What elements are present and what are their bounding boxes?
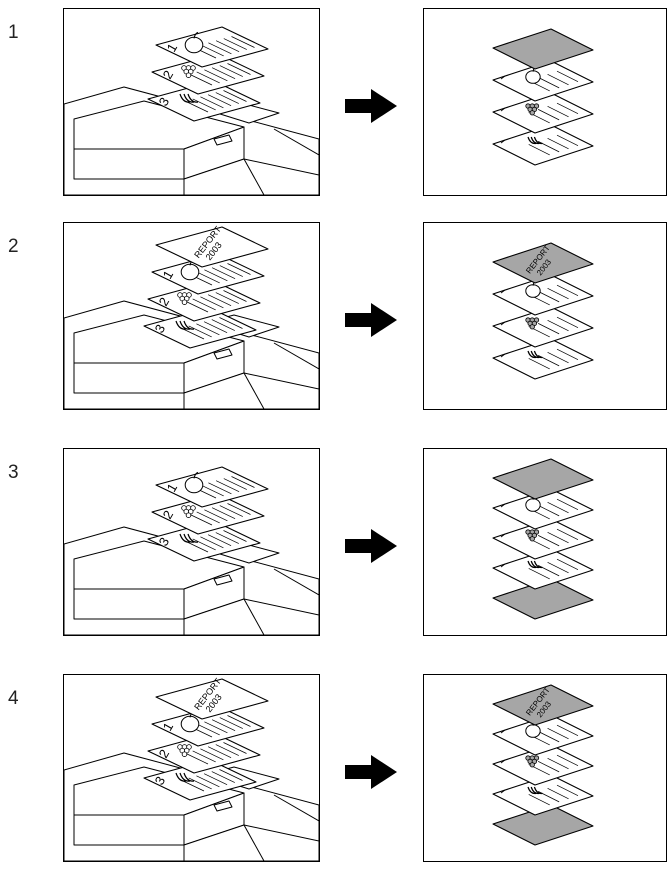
output-page bbox=[492, 124, 594, 166]
document-feeder-icon bbox=[64, 752, 319, 861]
blank-front-cover bbox=[492, 458, 594, 500]
blank-front-cover bbox=[492, 28, 594, 70]
original-page: 2 bbox=[151, 493, 265, 535]
output-page bbox=[492, 744, 594, 786]
original-page: 2 bbox=[147, 280, 261, 322]
right-arrow-icon bbox=[345, 89, 397, 123]
output-page bbox=[492, 518, 594, 560]
original-page: 3 bbox=[147, 520, 261, 562]
blank-back-cover bbox=[492, 578, 594, 620]
arrow-container bbox=[345, 303, 397, 337]
right-arrow-icon bbox=[345, 529, 397, 563]
output-page bbox=[492, 488, 594, 530]
output-page bbox=[492, 774, 594, 816]
right-arrow-icon bbox=[345, 755, 397, 789]
original-page: 1 bbox=[151, 253, 265, 295]
right-arrow-icon bbox=[345, 303, 397, 337]
blank-back-cover bbox=[492, 804, 594, 846]
output-copies-panel bbox=[423, 448, 667, 636]
original-page: 2 bbox=[147, 732, 261, 774]
original-page: 1 bbox=[155, 466, 269, 508]
original-page: 2 bbox=[151, 53, 265, 95]
arrow-container bbox=[345, 755, 397, 789]
output-page bbox=[492, 306, 594, 348]
output-page bbox=[492, 274, 594, 316]
example-number: 4 bbox=[8, 688, 19, 709]
arrow-container bbox=[345, 529, 397, 563]
document-feeder-icon bbox=[64, 526, 319, 635]
original-page: 3 bbox=[143, 759, 257, 801]
original-page: 1 bbox=[155, 26, 269, 68]
output-page bbox=[492, 338, 594, 380]
example-number: 3 bbox=[8, 462, 19, 483]
output-page bbox=[492, 548, 594, 590]
document-feeder-icon bbox=[64, 86, 319, 195]
example-number: 2 bbox=[8, 236, 19, 257]
example-number: 1 bbox=[8, 22, 19, 43]
arrow-container bbox=[345, 89, 397, 123]
original-page: 1 bbox=[151, 705, 265, 747]
original-page: 3 bbox=[143, 307, 257, 349]
output-page bbox=[492, 714, 594, 756]
document-feeder-icon bbox=[64, 300, 319, 409]
original-page: 3 bbox=[147, 80, 261, 122]
output-copies-panel bbox=[423, 8, 667, 196]
output-page bbox=[492, 92, 594, 134]
output-page bbox=[492, 60, 594, 102]
